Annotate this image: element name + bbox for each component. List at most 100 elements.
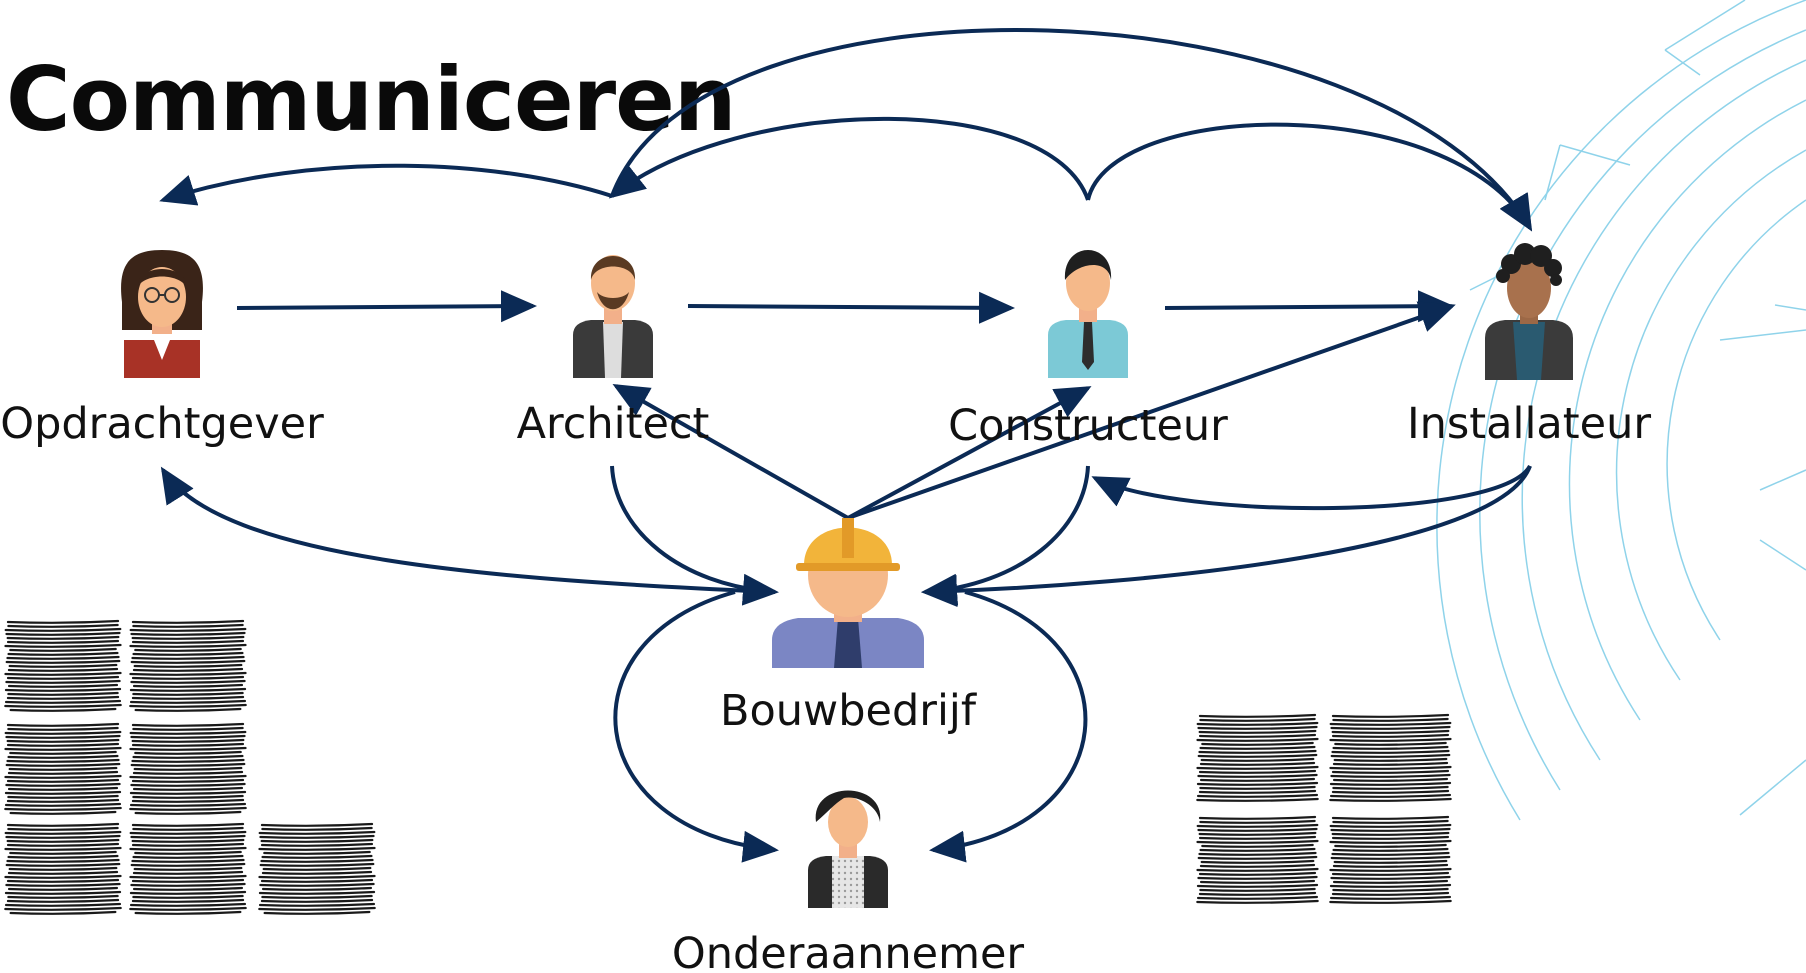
- paper-stacks-right: [1196, 713, 1452, 904]
- scribble-line: [9, 707, 117, 712]
- arrow-bouwbedrijf-onderaannemer-left: [613, 590, 779, 863]
- arrow-constructeur-installateur-top: [1086, 122, 1533, 232]
- scribble-line: [261, 894, 373, 899]
- scribble-line: [131, 738, 245, 743]
- arrow-constructeur-bouwbedrijf: [921, 465, 1090, 606]
- scribble-line: [260, 898, 374, 903]
- scribble-line: [5, 631, 121, 636]
- scribble-line: [8, 663, 118, 668]
- scribble-line: [131, 798, 245, 803]
- scribble-line: [7, 894, 119, 899]
- scribble-line: [7, 683, 119, 688]
- page-title: Communiceren: [6, 48, 736, 151]
- scribble-line: [1332, 785, 1449, 790]
- scribble-line: [1329, 765, 1452, 770]
- scribble-line: [258, 830, 376, 835]
- scribble-line: [8, 866, 118, 871]
- scribble-line: [1199, 761, 1316, 766]
- scribble-line: [1196, 721, 1319, 726]
- scribble-line: [1333, 859, 1448, 864]
- scribble-line: [7, 794, 119, 799]
- scribble-line: [1199, 745, 1316, 750]
- arrow-installateur-constructeur: [1091, 464, 1532, 511]
- scribble-line: [1331, 733, 1450, 738]
- scribble-line: [1196, 793, 1319, 798]
- scribble-line: [4, 802, 122, 807]
- scribble-line: [132, 770, 244, 775]
- scribble-line: [130, 762, 246, 767]
- scribble-line: [131, 878, 245, 883]
- scribble-line: [129, 806, 247, 811]
- scribble-line: [131, 639, 245, 644]
- scribble-line: [261, 826, 373, 831]
- scribble-line: [4, 906, 122, 911]
- arrow-bouwbedrijf-installateur: [847, 301, 1456, 520]
- scribble-line: [7, 651, 119, 656]
- scribble-line: [129, 730, 247, 735]
- scribble-line: [1198, 891, 1317, 896]
- scribble-line: [1199, 887, 1316, 892]
- scribble-line: [1330, 875, 1451, 880]
- scribble-line: [261, 870, 373, 875]
- scribble-line: [259, 862, 375, 867]
- scribble-line: [6, 738, 120, 743]
- scribble-line: [4, 790, 122, 795]
- scribble-line: [4, 703, 122, 708]
- label-constructeur: Constructeur: [948, 401, 1228, 451]
- scribble-line: [1198, 831, 1317, 836]
- scribble-line: [130, 679, 246, 684]
- scribble-line: [132, 683, 244, 688]
- scribble-line: [6, 798, 120, 803]
- scribble-line: [133, 766, 243, 771]
- scribble-line: [129, 874, 247, 879]
- scribble-line: [4, 890, 122, 895]
- scribble-line: [130, 862, 246, 867]
- scribble-line: [4, 643, 122, 648]
- scribble-line: [4, 830, 122, 835]
- scribble-line: [1329, 721, 1452, 726]
- scribble-line: [260, 842, 374, 847]
- scribble-line: [8, 766, 118, 771]
- scribble-line: [130, 631, 246, 636]
- woman-short-hair-avatar: [808, 790, 888, 908]
- scribble-line: [6, 722, 120, 727]
- scribble-line: [1198, 733, 1317, 738]
- scribble-line: [260, 822, 374, 827]
- scribble-line: [133, 663, 243, 668]
- woman-glasses-avatar: [121, 250, 203, 378]
- scribble-line: [7, 623, 119, 628]
- scribble-line: [1332, 761, 1449, 766]
- scribble-line: [1329, 793, 1452, 798]
- scribble-line: [130, 782, 246, 787]
- scribble-line: [130, 834, 246, 839]
- scribble-line: [131, 858, 245, 863]
- scribble-line: [1331, 831, 1450, 836]
- scribble-line: [1196, 781, 1319, 786]
- scribble-line: [131, 619, 245, 624]
- scribble-line: [129, 671, 247, 676]
- scribble-line: [134, 750, 242, 755]
- scribble-line: [260, 838, 374, 843]
- scribble-line: [263, 910, 371, 915]
- scribble-line: [1198, 713, 1317, 718]
- scribble-line: [1334, 843, 1447, 848]
- scribble-line: [1331, 815, 1450, 820]
- scribble-line: [258, 874, 376, 879]
- scribble-line: [258, 906, 376, 911]
- scribble-line: [129, 643, 247, 648]
- scribble-line: [1329, 895, 1452, 900]
- scribble-line: [1196, 797, 1319, 802]
- scribble-line: [129, 687, 247, 692]
- scribble-line: [1332, 863, 1449, 868]
- arrow-bouwbedrijf-onderaannemer-right: [929, 590, 1088, 863]
- scribble-line: [1198, 769, 1317, 774]
- scribble-line: [1332, 717, 1449, 722]
- scribble-line: [262, 866, 372, 871]
- scribble-line: [4, 627, 122, 632]
- scribble-line: [261, 886, 373, 891]
- scribble-line: [4, 671, 122, 676]
- scribble-line: [261, 854, 373, 859]
- scribble-line: [1197, 827, 1318, 832]
- scribble-line: [1332, 745, 1449, 750]
